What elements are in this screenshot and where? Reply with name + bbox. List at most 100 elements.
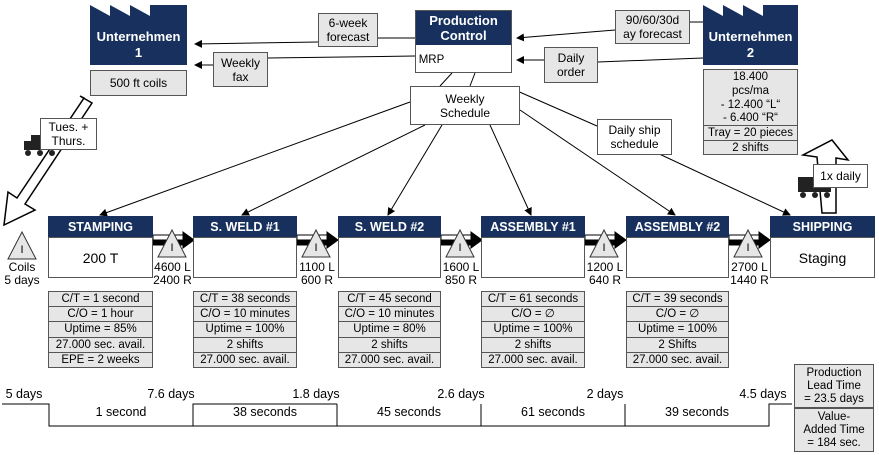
timeline-process-2: 45 seconds	[377, 405, 441, 419]
production-lead-time-box: Production Lead Time = 23.5 days	[794, 364, 874, 408]
weld1-shifts: 2 shifts	[194, 338, 296, 353]
weekly-schedule-line2: Schedule	[439, 105, 491, 120]
process-assembly2-body	[626, 237, 729, 278]
process-shipping-title: SHIPPING	[770, 216, 875, 237]
inventory-symbol-3: I	[458, 242, 462, 254]
inventory-symbol-5: I	[746, 242, 750, 254]
production-control-box: Production Control	[415, 10, 512, 73]
process-stamping-body: 200 T	[48, 237, 153, 278]
inventory-weld2-assembly1: 1600 L 850 R	[440, 261, 482, 287]
weekly-schedule-line1: Weekly	[445, 91, 485, 106]
weekly-fax-line2: fax	[232, 69, 249, 84]
weld2-cycle-time: C/T = 45 second	[339, 292, 440, 308]
weld2-available-time: 27.000 sec. avail.	[344, 353, 435, 366]
supplier-name-line2: 1	[134, 45, 143, 60]
daily-ship-schedule-line2: schedule	[610, 137, 659, 151]
inventory-3-line2: 850 R	[444, 273, 478, 287]
weld2-uptime: Uptime = 80%	[339, 322, 440, 338]
assembly2-available-time: 27.000 sec. avail.	[632, 353, 723, 366]
timeline-wait-2: 1.8 days	[292, 387, 340, 401]
inventory-stamping-weld1: 4600 L 2400 R	[150, 261, 195, 287]
daily-ship-schedule-line1: Daily ship	[608, 123, 661, 137]
assembly1-data-box: C/T = 61 seconds C/O = ∅ Uptime = 100% 2…	[481, 291, 585, 368]
customer-demand: 18.400	[732, 71, 769, 83]
stamping-epe: EPE = 2 weeks	[61, 353, 140, 366]
process-stamping-title: STAMPING	[48, 216, 153, 237]
inventory-1-line1: 4600 L	[154, 260, 191, 274]
assembly1-available-time: 27.000 sec. avail.	[488, 353, 578, 366]
inventory-2-line1: 1100 L	[299, 260, 335, 274]
outbound-shipment-label: 1x daily	[813, 164, 868, 188]
process-assembly2-title: ASSEMBLY #2	[626, 216, 729, 237]
inventory-coils-line2: 5 days	[4, 273, 40, 287]
inventory-5-line1: 2700 L	[731, 260, 768, 274]
supplier-name: Unternehmen 1	[90, 29, 187, 61]
process-weld1-title: S. WELD #1	[193, 216, 297, 237]
assembly1-cycle-time: C/T = 61 seconds	[482, 292, 584, 308]
weld1-available-time: 27.000 sec. avail.	[200, 353, 290, 366]
timeline-process-3: 61 seconds	[521, 405, 585, 419]
customer-tray: Tray = 20 pieces	[704, 126, 797, 141]
supplier-material: 500 ft coils	[90, 70, 187, 96]
assembly1-changeover: C/O = ∅	[482, 307, 584, 323]
weld2-shifts: 2 shifts	[339, 338, 440, 353]
daily-order-line2: order	[556, 65, 585, 79]
inbound-shipment-line2: Thurs.	[51, 134, 86, 148]
inbound-shipment-arrow	[3, 95, 94, 227]
inventory-4-line1: 1200 L	[586, 260, 624, 274]
timeline-wait-0: 5 days	[5, 387, 43, 401]
lead-time-line1: Production	[806, 366, 862, 379]
weld2-changeover: C/O = 10 minutes	[339, 307, 440, 323]
weld1-data-box: C/T = 38 seconds C/O = 10 minutes Uptime…	[193, 291, 297, 368]
process-shipping-body: Staging	[770, 237, 875, 278]
assembly2-cycle-time: C/T = 39 seconds	[627, 292, 728, 308]
customer-forecast-line1: 90/60/30d	[625, 13, 680, 27]
assembly2-uptime: Uptime = 100%	[627, 322, 728, 338]
assembly1-shifts: 2 shifts	[482, 338, 584, 353]
inbound-shipment-line1: Tues. +	[48, 120, 89, 134]
stamping-uptime: Uptime = 85%	[49, 322, 152, 338]
timeline-process-0: 1 second	[95, 405, 147, 419]
assembly2-shifts: 2 Shifts	[627, 338, 728, 353]
inventory-triangles	[7, 228, 763, 260]
assembly2-data-box: C/T = 39 seconds C/O = ∅ Uptime = 100% 2…	[626, 291, 729, 368]
customer-name: Unternehmen 2	[703, 29, 798, 61]
customer-shifts: 2 shifts	[732, 142, 769, 154]
process-weld2-title: S. WELD #2	[338, 216, 441, 237]
mrp-label: MRP	[418, 54, 445, 66]
inventory-2-line2: 600 R	[300, 273, 334, 287]
inventory-symbol-2: I	[314, 242, 318, 254]
customer-demand-l: - 12.400 “L“	[720, 99, 781, 111]
inventory-3-line1: 1600 L	[442, 260, 480, 274]
inventory-coils-line1: Coils	[8, 260, 36, 274]
supplier-forecast-line1: 6-week	[328, 16, 368, 30]
customer-data-box: 18.400 pcs/ma - 12.400 “L“ - 6.400 “R“ T…	[703, 69, 798, 155]
inventory-5-line2: 1440 R	[730, 273, 769, 287]
assembly1-uptime: Uptime = 100%	[482, 322, 584, 338]
daily-order-line1: Daily	[557, 51, 585, 65]
production-control-title-2: Control	[440, 28, 487, 43]
supplier-name-line1: Unternehmen	[96, 29, 181, 44]
weld1-uptime: Uptime = 100%	[194, 322, 296, 338]
stamping-changeover: C/O = 1 hour	[49, 307, 152, 323]
stamping-available-time: 27.000 sec. avail.	[49, 338, 152, 353]
supplier-factory-icon	[90, 5, 187, 65]
supplier-forecast-line2: forecast	[326, 30, 370, 44]
assembly2-changeover: C/O = ∅	[627, 307, 728, 323]
stamping-cycle-time: C/T = 1 second	[49, 292, 152, 308]
lead-time-value: = 23.5 days	[804, 392, 864, 405]
timeline-wait-1: 7.6 days	[147, 387, 195, 401]
production-control-title: Production	[429, 13, 498, 28]
inventory-symbol-1: I	[170, 242, 174, 254]
timeline-wait-3: 2.6 days	[437, 387, 485, 401]
inventory-assembly1-assembly2: 1200 L 640 R	[584, 261, 626, 287]
value-added-line2: Added Time	[803, 423, 865, 436]
value-added-line1: Value-	[817, 410, 851, 423]
inventory-weld1-weld2: 1100 L 600 R	[296, 261, 338, 287]
process-weld1-body	[193, 237, 297, 278]
inbound-shipment-label: Tues. +Thurs.	[40, 118, 97, 150]
